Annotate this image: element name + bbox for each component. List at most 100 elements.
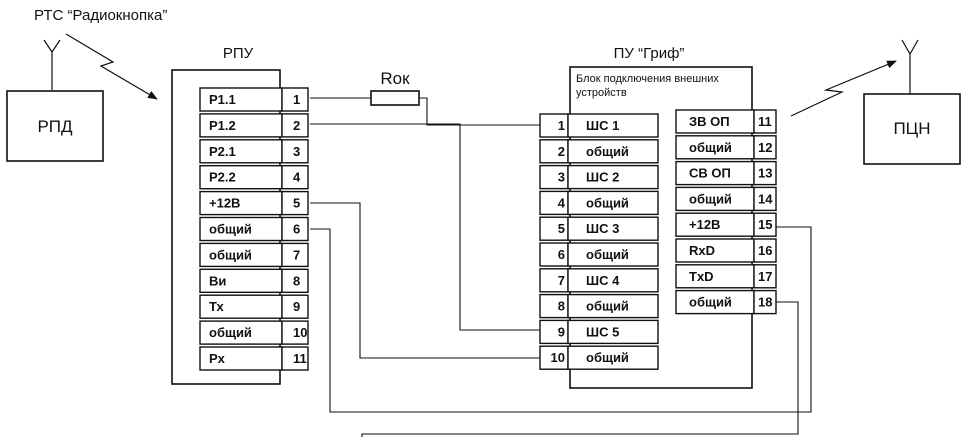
pcn-antenna-icon <box>901 39 919 94</box>
rpu-terminal-name: Тх <box>209 299 224 314</box>
resistor-label: Rок <box>380 69 410 88</box>
rpu-num-cell <box>281 87 309 112</box>
pu-right-terminal-name: ЗВ ОП <box>689 114 730 129</box>
pu-right-terminal-name: +12В <box>689 217 720 232</box>
pu-left-name-cell <box>567 293 659 319</box>
rpu-terminal-name: общий <box>209 247 252 262</box>
rpd-box <box>6 90 104 162</box>
pu-left-terminal-name: ШС 5 <box>586 324 619 339</box>
pu-left-terminal-num: 7 <box>558 273 565 288</box>
pu-right-num-cell <box>753 186 777 212</box>
rpu-row-7: общий 7 <box>199 242 309 268</box>
rpu-num-cell <box>281 139 309 164</box>
pu-right-terminal-name: общий <box>689 191 732 206</box>
block-caption-line1: Блок подключения внешних <box>576 73 719 85</box>
pu-right-terminal-num: 18 <box>758 295 772 310</box>
pcn-receiver: ПЦН <box>863 39 961 165</box>
rpu-terminal-name: Рх <box>209 351 226 366</box>
wires <box>310 97 812 437</box>
pu-left-terminal-name: общий <box>586 247 629 262</box>
pu-left-terminal-num: 6 <box>558 247 565 262</box>
pu-right-num-cell <box>753 135 777 160</box>
antenna-icon <box>43 39 61 90</box>
pu-left-name-cell <box>567 139 659 164</box>
pu-right-num-cell <box>753 264 777 289</box>
rpu-terminal-name: Р2.1 <box>209 144 236 159</box>
rpu-terminal-name: Р1.2 <box>209 118 236 133</box>
rpu-title: РПУ <box>223 45 254 62</box>
pu-right-num-cell <box>753 289 777 315</box>
system-title: РТС “Радиокнопка” <box>34 7 167 24</box>
rpu-num-cell <box>281 113 309 138</box>
pcn-label: ПЦН <box>893 119 930 138</box>
pu-left-terminal-num: 1 <box>558 118 565 133</box>
pu-left-terminal-name: ШС 1 <box>586 118 619 133</box>
pu-right-num-cell <box>753 238 777 263</box>
pu-left-terminal-num: 8 <box>558 299 565 314</box>
pu-right-terminal-num: 14 <box>758 191 773 206</box>
pu-left-terminal-num: 10 <box>551 350 565 365</box>
rpu-terminal-num: 5 <box>293 196 300 211</box>
pu-left-row-6: 6 общий <box>539 242 659 267</box>
wire-common18-bottom <box>361 301 799 437</box>
rpu-terminal-num: 10 <box>293 325 307 340</box>
rpu-terminal-num: 6 <box>293 222 300 237</box>
rpu-terminal-name: Ви <box>209 273 226 288</box>
rpu-num-cell <box>281 164 309 190</box>
wire-rpu5-to-common10 <box>310 202 540 359</box>
pu-right-num-cell <box>753 109 777 134</box>
pu-left-terminal-num: 5 <box>558 221 565 236</box>
rpu-row-3: Р2.1 3 <box>199 139 309 164</box>
pu-right-terminal-num: 13 <box>758 166 772 181</box>
pu-left-terminal-name: общий <box>586 144 629 159</box>
pu-right-terminal-name: СВ ОП <box>689 166 731 181</box>
rpu-terminal-name: Р2.2 <box>209 170 236 185</box>
pu-right-row-12: общий 12 <box>675 135 777 160</box>
rpu-terminal-num: 2 <box>293 118 300 133</box>
pcn-box <box>863 93 961 165</box>
rpu-num-cell <box>281 216 309 242</box>
block-caption-line2: устройств <box>576 87 627 99</box>
rpu-terminal-num: 4 <box>293 170 301 185</box>
pu-right-terminal-name: TxD <box>689 269 714 284</box>
radio-link-pcn-icon <box>790 60 897 117</box>
pu-left-name-cell <box>567 216 659 241</box>
pu-left-name-cell <box>567 319 659 345</box>
pu-right-terminal-num: 12 <box>758 140 772 155</box>
rpu-num-cell <box>281 320 309 345</box>
pu-right-row-14: общий 14 <box>675 186 777 212</box>
rpu-row-2: Р1.2 2 <box>199 113 309 138</box>
pu-left-terminal-num: 9 <box>558 324 565 339</box>
rpu-num-cell <box>281 294 309 319</box>
pu-right-terminal-name: общий <box>689 140 732 155</box>
rpd-label: РПД <box>37 117 73 136</box>
pu-right-terminal-name: RxD <box>689 243 715 258</box>
rpu-terminal-name: Р1.1 <box>209 92 236 107</box>
rpu-terminal-num: 7 <box>293 247 300 262</box>
pu-left-row-9: 9 ШС 5 <box>539 319 659 345</box>
pu-left-row-1: 1 ШС 1 <box>539 113 659 138</box>
rpu-terminal-num: 9 <box>293 299 300 314</box>
pu-left-name-cell <box>567 242 659 267</box>
wire-rpu2-to-shc5 <box>310 123 540 331</box>
pu-left-terminal-num: 3 <box>558 170 565 185</box>
pu-right-num-cell <box>753 160 777 186</box>
rpu-terminal-name: общий <box>209 325 252 340</box>
rpu-terminal-num: 3 <box>293 144 300 159</box>
pu-left-terminal-name: общий <box>586 195 629 210</box>
